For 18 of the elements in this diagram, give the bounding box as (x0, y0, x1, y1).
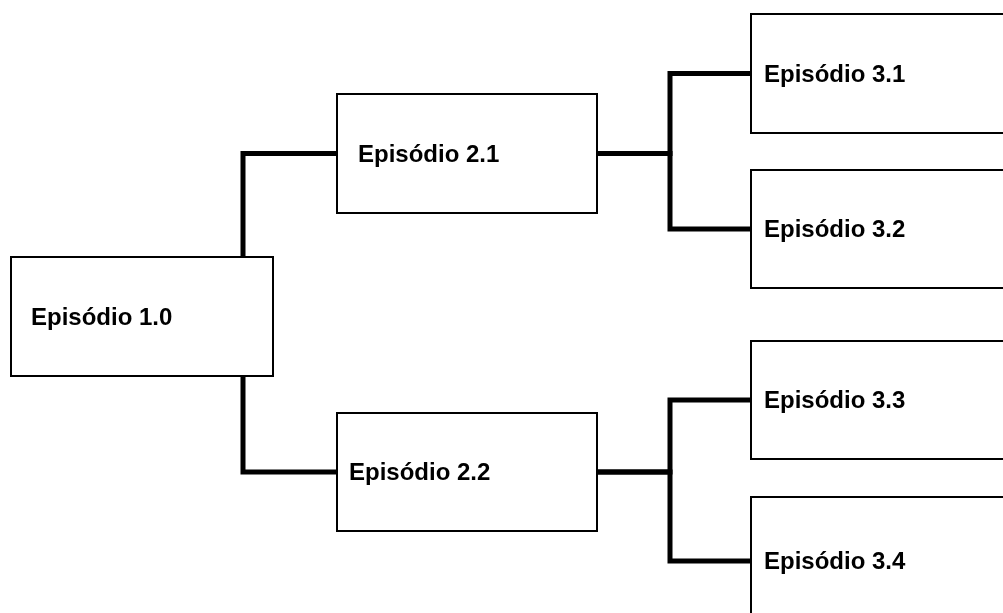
connector-line (598, 151, 750, 232)
episode-box (336, 412, 598, 532)
episode-label: Episódio 3.4 (764, 546, 907, 576)
episode-box (750, 496, 1003, 613)
episode-label: Episódio 3.1 (764, 58, 907, 89)
episode-box (750, 340, 1003, 460)
episode-box (750, 169, 1003, 289)
episode-label: Episódio 1.0 (31, 301, 174, 332)
episode-label: Episódio 3.3 (764, 385, 907, 415)
connector-line (240, 377, 336, 475)
connector-line (240, 151, 336, 256)
episode-label: Episódio 2.2 (349, 457, 492, 487)
episode-box (336, 93, 598, 214)
episode-box (750, 13, 1003, 134)
episode-label: Episódio 2.1 (358, 138, 501, 169)
episode-label: Episódio 3.2 (764, 214, 907, 244)
connector-line (598, 469, 750, 564)
episode-box (10, 256, 274, 377)
